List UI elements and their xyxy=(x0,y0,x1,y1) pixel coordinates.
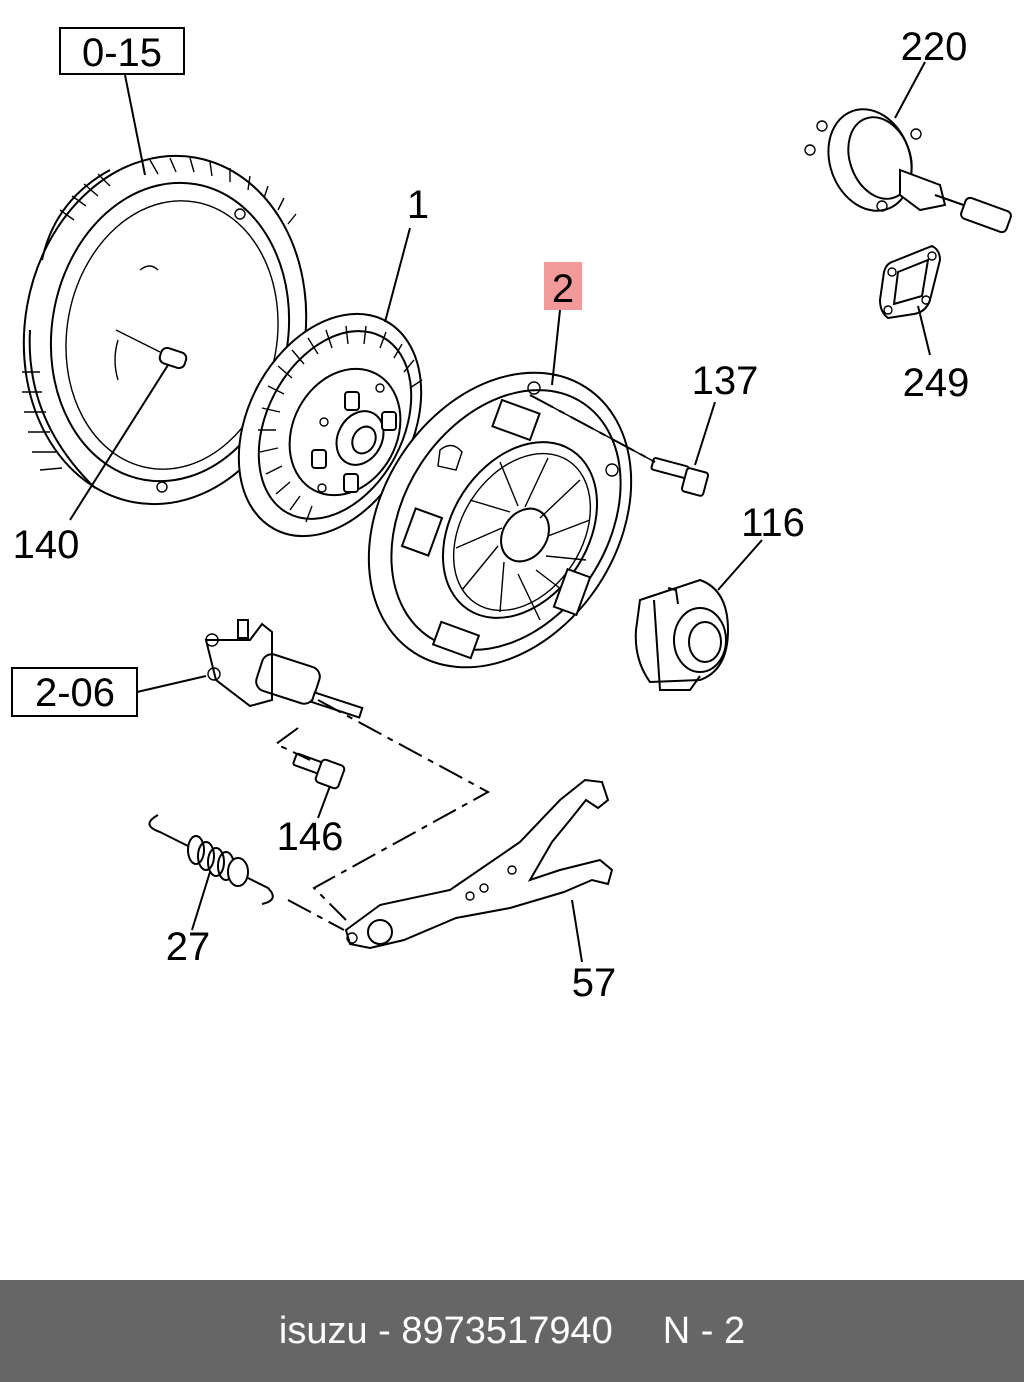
footer-brand-part-number: isuzu - 8973517940 xyxy=(278,1309,613,1352)
label-27[interactable]: 27 xyxy=(166,925,211,969)
footer-page-position: N - 2 xyxy=(662,1309,746,1352)
release-fork xyxy=(344,778,614,950)
callouts: 0-15 220 1 2 137 249 140 116 2-06 146 27… xyxy=(11,25,970,1005)
clutch-cylinder xyxy=(204,619,364,719)
bolt-146 xyxy=(292,752,346,790)
label-137[interactable]: 137 xyxy=(692,359,759,403)
pressure-plate xyxy=(367,371,633,669)
label-57[interactable]: 57 xyxy=(572,961,617,1005)
label-0-15[interactable]: 0-15 xyxy=(82,31,162,75)
label-1[interactable]: 1 xyxy=(407,183,429,227)
label-2[interactable]: 2 xyxy=(552,267,574,311)
gasket xyxy=(878,244,942,320)
label-116[interactable]: 116 xyxy=(741,501,805,545)
label-220[interactable]: 220 xyxy=(901,25,968,69)
label-249[interactable]: 249 xyxy=(903,361,970,405)
clutch-disc xyxy=(237,312,423,538)
servo-cylinder xyxy=(804,108,1012,234)
ref-box-0-15 xyxy=(59,27,185,75)
label-146[interactable]: 146 xyxy=(277,815,344,859)
clutch-exploded-diagram: 0-15 220 1 2 137 249 140 116 2-06 146 27… xyxy=(11,25,1012,1005)
return-spring xyxy=(148,814,274,905)
leader-lines xyxy=(69,61,931,963)
release-bearing xyxy=(634,578,730,691)
linkage-lines xyxy=(274,394,656,931)
footer-bar: isuzu - 8973517940 N - 2 xyxy=(0,1280,1024,1382)
label-2-06[interactable]: 2-06 xyxy=(35,671,115,715)
highlight-box xyxy=(544,262,582,310)
ref-box-2-06 xyxy=(11,667,138,717)
label-140[interactable]: 140 xyxy=(13,523,80,567)
